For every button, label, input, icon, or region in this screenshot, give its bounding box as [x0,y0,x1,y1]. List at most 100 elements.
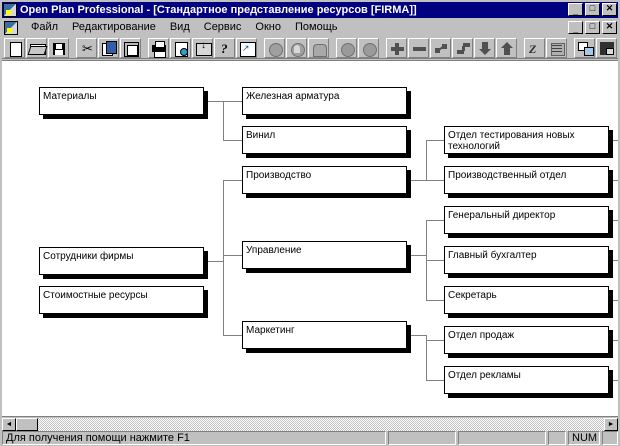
diagram-node[interactable]: Главный бухгалтер [444,246,609,274]
menu-tools-label: Сервис [203,21,242,33]
tile-windows-icon[interactable] [574,37,595,58]
connector-line [426,335,427,380]
status-num-indicator: NUM [568,431,600,445]
menu-edit[interactable]: Редактирование [65,20,163,35]
resource-shape-icon[interactable] [308,37,329,58]
connector-line [407,335,426,336]
menu-edit-label: Редактирование [72,21,156,33]
connector-line [223,101,224,140]
help-question-icon[interactable]: ? [214,37,235,58]
scroll-right-button[interactable]: ► [604,417,618,431]
menu-window[interactable]: Окно [248,20,288,35]
diagram-node[interactable]: Производственный отдел [444,166,609,194]
connector-line [223,261,224,335]
close-button[interactable]: ✕ [602,3,617,16]
diagram-node[interactable]: Производство [242,166,407,194]
scroll-thumb[interactable] [16,417,38,431]
diagram-node[interactable]: Отдел тестирования новых технологий [444,126,609,154]
diagram-node-label: Сотрудники фирмы [43,251,134,262]
connector-line [609,380,618,381]
diagram-node[interactable]: Генеральный директор [444,206,609,234]
scroll-left-button[interactable]: ◄ [2,417,16,431]
diagram-node[interactable]: Железная арматура [242,87,407,115]
arrow-down-icon[interactable] [474,37,495,58]
minimize-button[interactable]: _ [568,3,583,16]
mdi-document-icon[interactable] [4,20,18,35]
minus-icon[interactable] [408,37,429,58]
diagram-node[interactable]: Маркетинг [242,321,407,349]
mdi-restore-button[interactable]: □ [585,21,600,34]
menu-view[interactable]: Вид [163,20,197,35]
connector-line [609,180,618,181]
plus-icon[interactable] [386,37,407,58]
zoom-fit-icon[interactable] [596,37,617,58]
mdi-close-button[interactable]: ✕ [602,21,617,34]
menu-help[interactable]: Помощь [288,20,345,35]
filled-circle2-icon[interactable] [358,37,379,58]
connector-line [426,340,444,341]
diagram-node[interactable]: Отдел продаж [444,326,609,354]
print-icon[interactable] [148,37,169,58]
resource-person-icon[interactable] [286,37,307,58]
arrow-left-icon: ◄ [5,420,13,428]
connector-line [223,255,224,261]
sort-icon[interactable]: ↕ [192,37,213,58]
cut-scissors-icon[interactable]: ✂ [76,37,97,58]
print-preview-icon[interactable] [170,37,191,58]
connector-line [223,180,224,261]
connector-line [426,220,444,221]
menu-tools[interactable]: Сервис [197,20,249,35]
diagram-node[interactable]: Сотрудники фирмы [39,247,204,275]
menu-window-label: Окно [255,21,281,33]
menu-file[interactable]: Файл [24,20,65,35]
diagram-node-label: Управление [246,245,302,256]
connector-line [426,255,427,300]
diagram-node-label: Стоимостные ресурсы [43,290,148,301]
restore-icon: □ [589,3,596,13]
mdi-window-buttons: _ □ ✕ [568,21,617,34]
save-disk-icon[interactable] [48,37,69,58]
status-pane-2 [388,431,456,445]
diagram-node[interactable]: Стоимостные ресурсы [39,286,204,314]
filled-circle-icon[interactable] [336,37,357,58]
diagram-node[interactable]: Материалы [39,87,204,115]
connector-line [204,261,223,262]
resource-circle-icon[interactable] [264,37,285,58]
connector-line [426,380,444,381]
connector-line [223,335,242,336]
mdi-minimize-button[interactable]: _ [568,21,583,34]
diagram-node[interactable]: Отдел рекламы [444,366,609,394]
diagram-node[interactable]: Секретарь [444,286,609,314]
connector-line [426,140,427,180]
connector-line [223,140,242,141]
step-icon[interactable] [452,37,473,58]
map-icon[interactable]: ↗ [236,37,257,58]
open-folder-icon[interactable] [26,37,48,58]
diagram-node[interactable]: Управление [242,241,407,269]
connector-line [609,140,618,141]
zigzag-z-icon[interactable]: Z [524,37,545,58]
diagram-node-label: Производство [246,170,312,181]
copy-icon[interactable] [98,37,119,58]
diagram-node-label: Материалы [43,91,97,102]
connector-line [204,101,223,102]
window-title: Open Plan Professional - [Стандартное пр… [20,4,417,16]
grid-table-icon[interactable] [546,37,567,58]
link-icon[interactable] [430,37,451,58]
openplan-icon[interactable] [3,3,17,17]
new-file-icon[interactable] [4,37,25,58]
paste-icon[interactable] [120,37,141,58]
horizontal-scrollbar[interactable]: ◄ ► [2,416,618,431]
menu-help-label: Помощь [294,21,338,33]
diagram-node-label: Винил [246,130,276,141]
title-bar: Open Plan Professional - [Стандартное пр… [2,2,618,18]
connector-line [223,101,242,102]
connector-line [426,300,444,301]
status-hint: Для получения помощи нажмите F1 [2,431,386,445]
scroll-trough[interactable] [16,417,604,431]
arrow-up-icon[interactable] [496,37,517,58]
restore-button[interactable]: □ [585,3,600,16]
diagram-node[interactable]: Винил [242,126,407,154]
